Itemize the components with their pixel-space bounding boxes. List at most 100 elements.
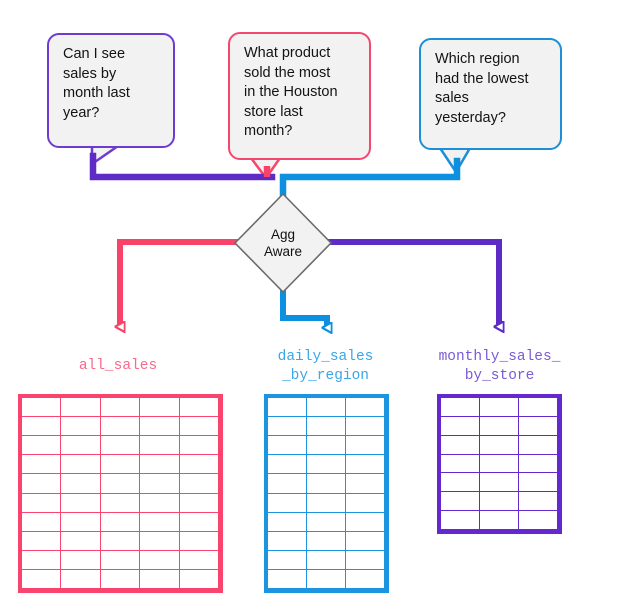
table-cell [61,550,101,570]
table-cell [346,569,385,589]
table-cell [61,474,101,494]
table-cell [307,531,346,551]
table-cell [140,550,180,570]
table-cell [307,455,346,475]
table-cell [441,398,480,417]
table-cell [61,455,101,475]
question-bubble-houston-product[interactable]: What product sold the most in the Housto… [228,32,371,160]
question-bubble-region-lowest[interactable]: Which region had the lowest sales yester… [419,38,562,150]
table-cell [519,511,558,530]
table-cell [22,455,62,475]
table-cell [346,474,385,494]
table-cell [346,417,385,437]
table-cell [61,398,101,418]
question-text: Can I see sales by month last year? [63,46,130,121]
table-cell [268,474,307,494]
table-cell [61,531,101,551]
wire-node-to-daily-sales [280,283,327,323]
table-cell [480,435,519,455]
table-cell [519,473,558,493]
table-cell [307,550,346,570]
table-cell [480,492,519,512]
table-cell [268,493,307,513]
table-cell [480,511,519,530]
table-cell [346,455,385,475]
table-grid-monthly-sales-by-store[interactable] [437,394,562,534]
table-cell [307,569,346,589]
table-cell [346,398,385,418]
table-cell [22,531,62,551]
table-cell [441,511,480,530]
table-cell [441,435,480,455]
table-cell [268,398,307,418]
table-cell [179,398,219,418]
table-cell [22,550,62,570]
table-cell [140,512,180,532]
table-cell [140,398,180,418]
table-cell [307,474,346,494]
table-cell [441,454,480,474]
table-grid-all-sales[interactable] [18,394,223,593]
table-grid-daily-sales-by-region[interactable] [264,394,389,593]
table-cell [100,417,141,437]
table-cell [179,417,219,437]
table-cell [179,493,219,513]
table-cell [480,398,519,417]
question-bubble-month-sales[interactable]: Can I see sales by month last year? [47,33,175,148]
table-cell [22,569,62,589]
table-label-daily-sales-by-region: daily_sales _by_region [277,349,374,384]
table-cell [179,455,219,475]
table-cell [307,398,346,418]
table-cell [61,512,101,532]
table-cell [100,569,141,589]
wire-node-to-all-sales [120,239,240,322]
table-cell [441,473,480,493]
table-cell [100,474,141,494]
question-text: What product sold the most in the Housto… [244,45,338,139]
table-cell [480,416,519,436]
table-cell [61,493,101,513]
table-cell [268,531,307,551]
table-cell [100,493,141,513]
table-cell [179,550,219,570]
table-cell [61,417,101,437]
table-cell [307,493,346,513]
table-cell [480,454,519,474]
table-cell [519,416,558,436]
table-cell [140,417,180,437]
table-cell [22,512,62,532]
wire-question1-to-bus [89,152,276,181]
question-text: Which region had the lowest sales yester… [435,51,529,126]
table-cell [346,512,385,532]
table-cell [519,398,558,417]
table-cell [346,493,385,513]
table-cell [519,492,558,512]
table-cell [100,550,141,570]
table-cell [100,455,141,475]
table-cell [140,474,180,494]
table-cell [268,569,307,589]
table-cell [346,550,385,570]
table-cell [179,512,219,532]
table-cell [346,531,385,551]
table-cell [346,436,385,456]
table-cell [100,531,141,551]
table-cell [140,436,180,456]
table-cell [100,398,141,418]
table-cell [519,435,558,455]
table-cell [140,455,180,475]
table-cell [22,493,62,513]
table-label-monthly-sales-by-store: monthly_sales_ by_store [438,349,561,384]
table-label-all-sales: all_sales [78,358,158,374]
table-cell [307,417,346,437]
table-cell [61,569,101,589]
table-cell [307,436,346,456]
table-cell [22,398,62,418]
table-cell [140,569,180,589]
table-cell [100,512,141,532]
table-cell [100,436,141,456]
table-cell [268,550,307,570]
agg-aware-diamond[interactable] [233,192,333,294]
